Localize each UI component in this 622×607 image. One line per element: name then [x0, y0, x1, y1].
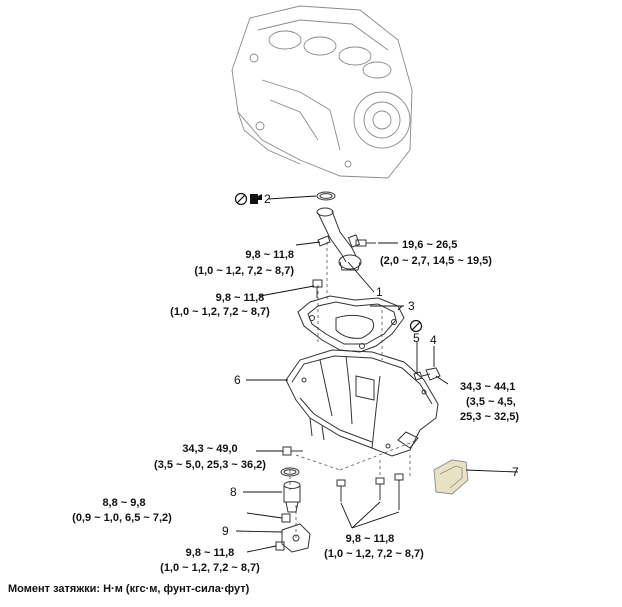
svg-text:(1,0 ~ 1,2, 7,2 ~ 8,7): (1,0 ~ 1,2, 7,2 ~ 8,7): [170, 306, 270, 318]
callout-9: 9: [222, 524, 229, 538]
bolt-baffle: [312, 279, 323, 298]
bolt-oil-pan-flange: [282, 446, 303, 456]
torque-spec-drain-plug: 34,3 ~ 44,1 (3,5 ~ 4,5, 25,3 ~ 32,5): [460, 381, 519, 423]
oil-pan: [285, 349, 439, 457]
callout-5: 5: [413, 331, 420, 345]
callout-numbers: 2 1 3 5 4 6 7 8 9: [222, 192, 519, 538]
oil-strainer: [433, 459, 469, 495]
drain-plug-gasket: [413, 371, 423, 381]
o-ring-sensor: [280, 467, 300, 477]
sealant-tube-icon: [250, 194, 262, 204]
callout-3: 3: [408, 299, 415, 313]
torque-spec-pan-flange-bolt: 34,3 ~ 49,0 (3,5 ~ 5,0, 25,3 ~ 36,2): [154, 443, 266, 471]
callout-1: 1: [376, 285, 383, 299]
torque-spec-bracket-bolt: 9,8 ~ 11,8 (1,0 ~ 1,2, 7,2 ~ 8,7): [160, 547, 260, 574]
prohibition-circle-icon: [234, 192, 248, 206]
bolts-oil-pan-bottom: [336, 473, 404, 510]
callout-6: 6: [234, 373, 241, 387]
sensor-bracket: [281, 523, 311, 553]
drain-plug: [421, 367, 441, 381]
svg-text:(0,9 ~ 1,0, 6,5 ~ 7,2): (0,9 ~ 1,0, 6,5 ~ 7,2): [72, 512, 172, 524]
torque-spec-pickup-bolt: 9,8 ~ 11,8 (1,0 ~ 1,2, 7,2 ~ 8,7): [194, 249, 294, 277]
svg-text:(3,5 ~ 4,5,: (3,5 ~ 4,5,: [466, 396, 516, 408]
svg-text:9,8 ~ 11,8: 9,8 ~ 11,8: [186, 547, 235, 559]
svg-text:34,3 ~ 44,1: 34,3 ~ 44,1: [460, 381, 515, 393]
svg-text:8,8 ~ 9,8: 8,8 ~ 9,8: [102, 497, 145, 509]
o-ring-top: [316, 191, 336, 201]
callout-2: 2: [264, 192, 271, 206]
svg-text:(1,0 ~ 1,2, 7,2 ~ 8,7): (1,0 ~ 1,2, 7,2 ~ 8,7): [160, 562, 260, 574]
svg-text:9,8 ~ 11,8: 9,8 ~ 11,8: [245, 249, 294, 261]
prohibition-circle-icon: [409, 319, 423, 333]
bolt-sensor: [281, 513, 291, 523]
torque-spec-baffle-bolt: 9,8 ~ 11,8 (1,0 ~ 1,2, 7,2 ~ 8,7): [170, 292, 270, 318]
baffle-plate: [297, 295, 405, 353]
bolt-bracket: [275, 541, 285, 551]
svg-text:19,6 ~ 26,5: 19,6 ~ 26,5: [402, 239, 457, 251]
callout-4: 4: [430, 333, 437, 347]
bolt-pickup-right: [355, 239, 376, 247]
svg-text:(3,5 ~ 5,0, 25,3 ~ 36,2): (3,5 ~ 5,0, 25,3 ~ 36,2): [154, 459, 266, 471]
svg-text:9,8 ~ 11,8: 9,8 ~ 11,8: [216, 292, 265, 304]
leader-lines: [235, 195, 519, 553]
svg-text:25,3 ~ 32,5): 25,3 ~ 32,5): [460, 411, 519, 423]
torque-spec-pickup-bracket: 19,6 ~ 26,5 (2,0 ~ 2,7, 14,5 ~ 19,5): [380, 239, 492, 267]
svg-text:(1,0 ~ 1,2, 7,2 ~ 8,7): (1,0 ~ 1,2, 7,2 ~ 8,7): [194, 265, 294, 277]
torque-spec-sensor-bolt: 8,8 ~ 9,8 (0,9 ~ 1,0, 6,5 ~ 7,2): [72, 497, 172, 524]
torque-units-footer: Момент затяжки: Н·м (кгс·м, фунт-сила·фу…: [8, 583, 250, 595]
svg-text:(1,0 ~ 1,2, 7,2 ~ 8,7): (1,0 ~ 1,2, 7,2 ~ 8,7): [324, 548, 424, 560]
assembly-guide-lines: [289, 242, 419, 540]
engine-block: [231, 5, 413, 179]
oil-level-sensor: [283, 481, 301, 513]
oil-pickup-tube: [316, 207, 362, 271]
callout-7: 7: [512, 465, 519, 479]
bolt-pickup-left: [317, 235, 331, 247]
callout-8: 8: [230, 485, 237, 499]
svg-text:34,3 ~ 49,0: 34,3 ~ 49,0: [182, 443, 237, 455]
svg-text:(2,0 ~ 2,7, 14,5 ~ 19,5): (2,0 ~ 2,7, 14,5 ~ 19,5): [380, 255, 492, 267]
torque-spec-pan-bottom-bolts: 9,8 ~ 11,8 (1,0 ~ 1,2, 7,2 ~ 8,7): [324, 533, 424, 560]
svg-text:9,8 ~ 11,8: 9,8 ~ 11,8: [346, 533, 395, 545]
